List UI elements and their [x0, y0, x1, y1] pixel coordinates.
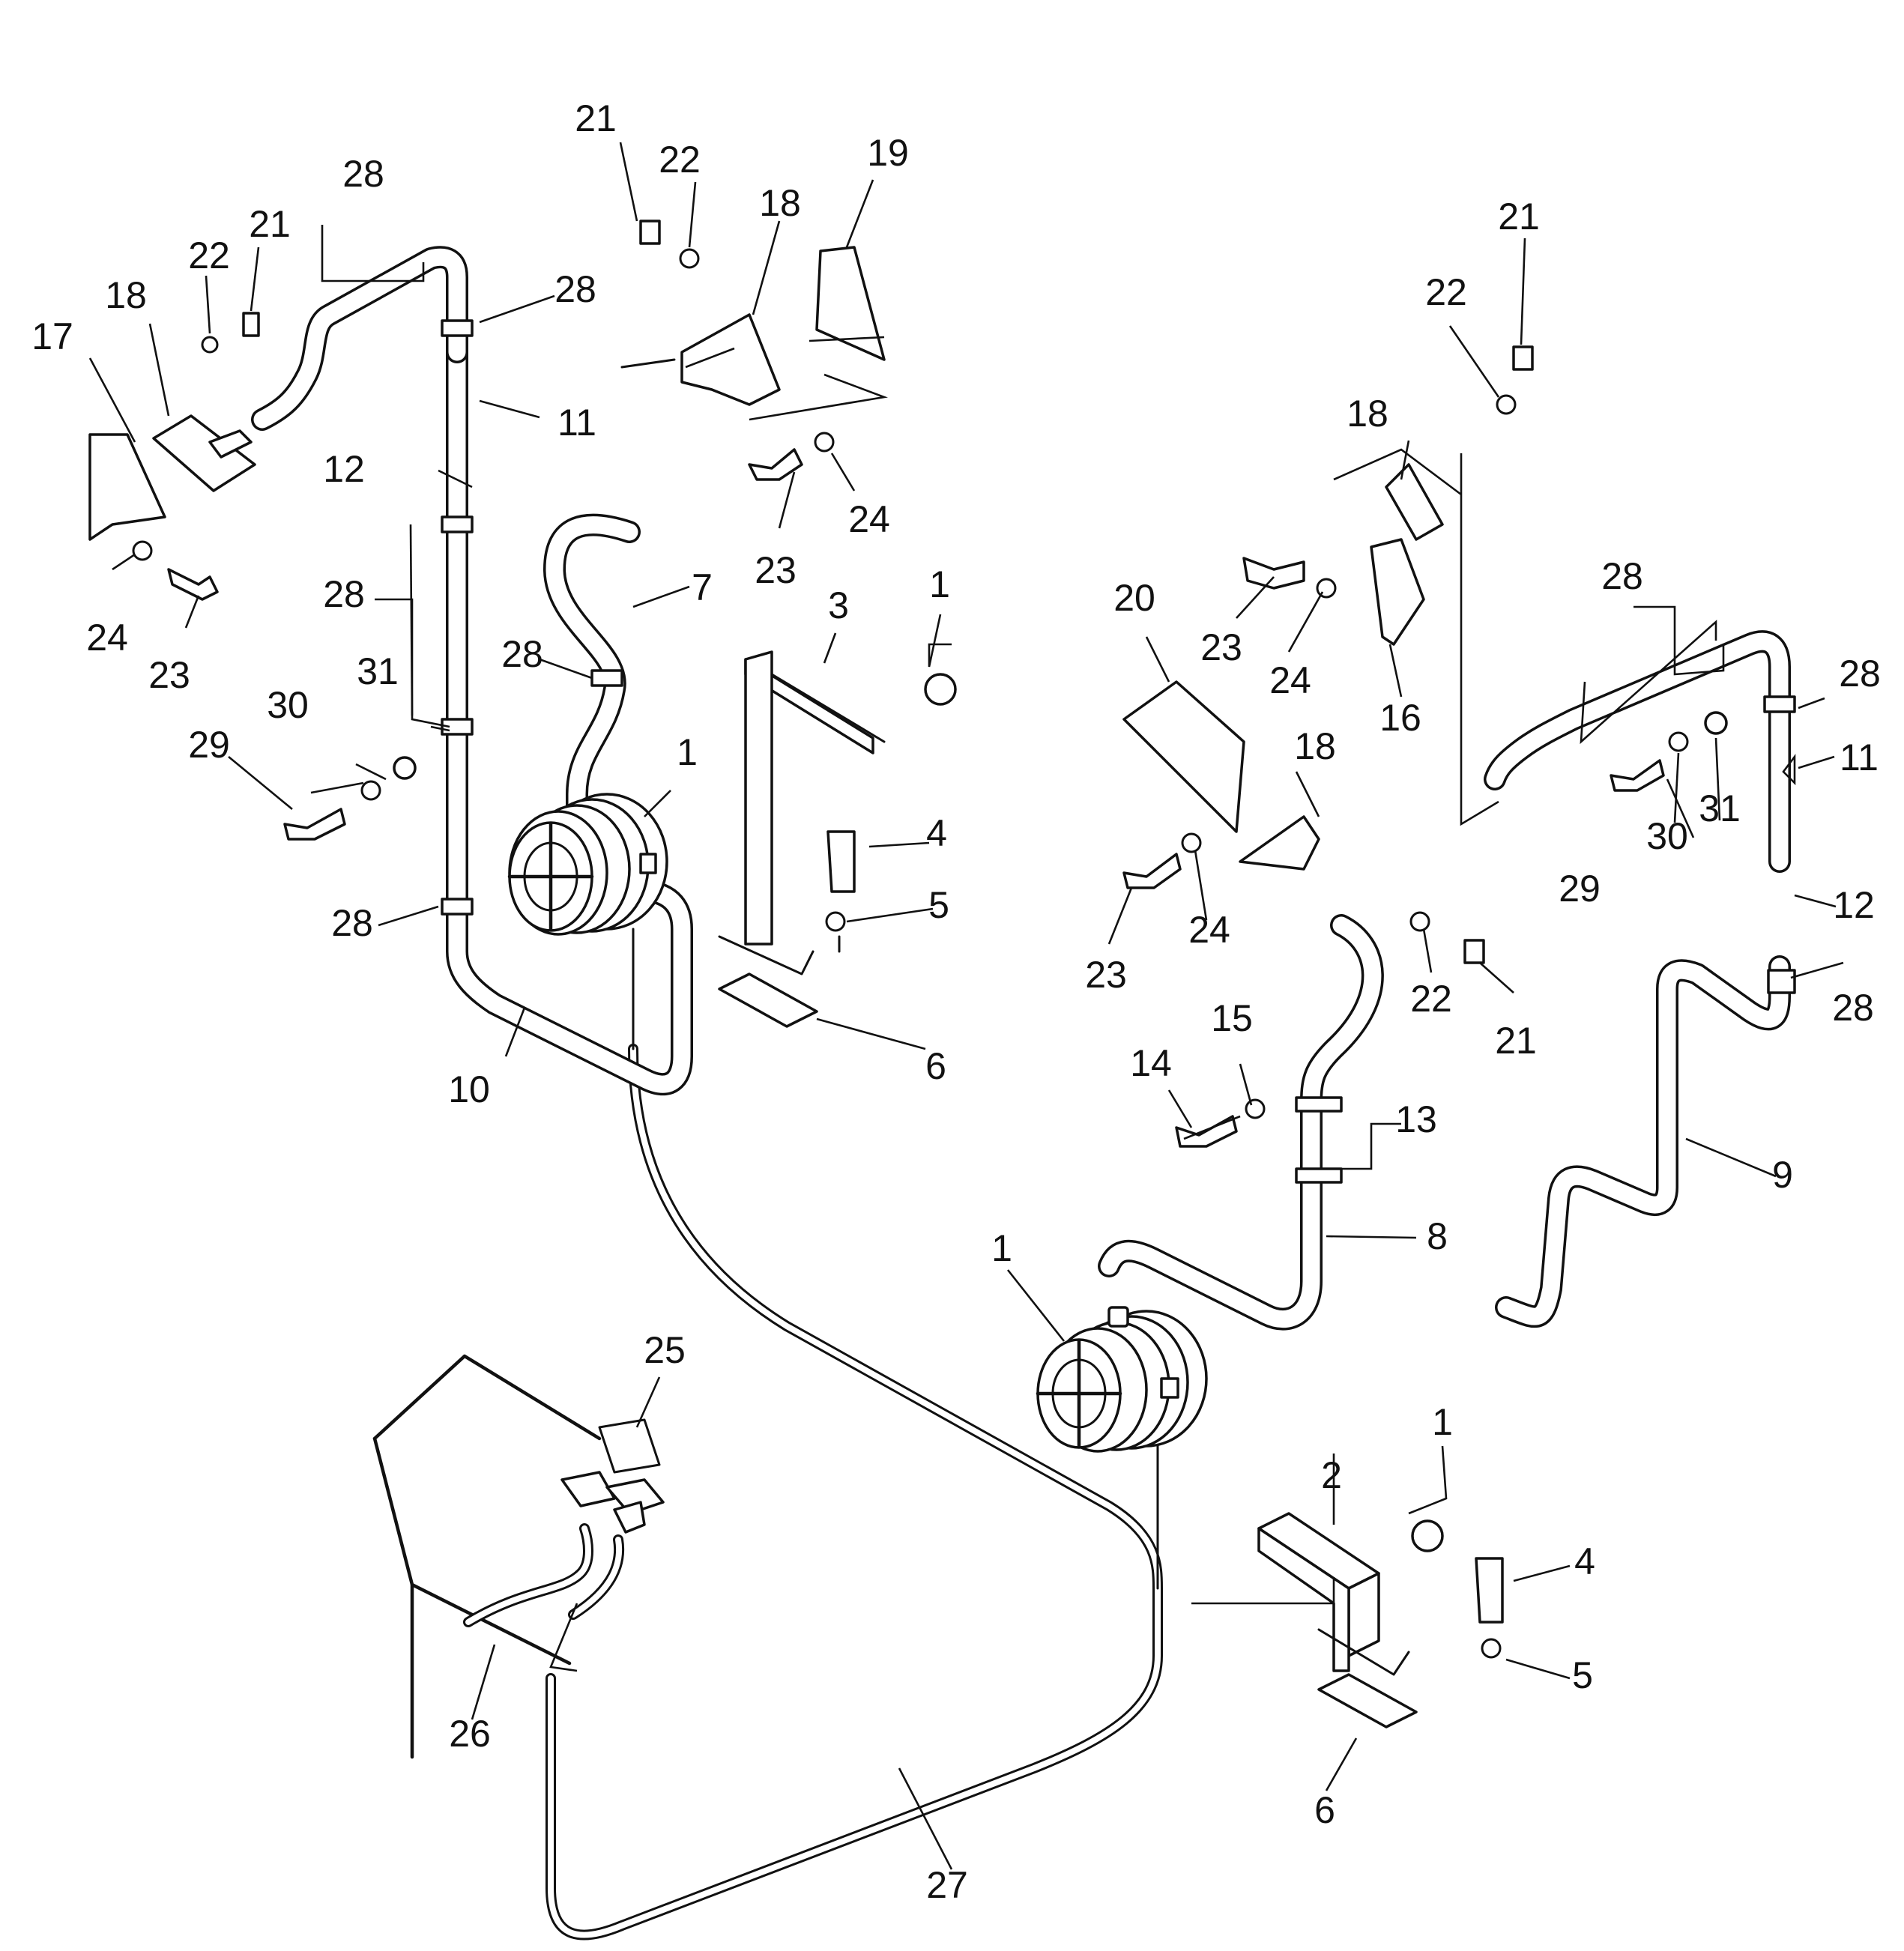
hose-9-right [1495, 955, 1791, 1328]
defroster-nozzle-18-top [620, 313, 781, 406]
hose-11-right [1484, 630, 1791, 873]
label-18-top: 18 [759, 182, 801, 224]
label-6-left: 6 [925, 1045, 946, 1087]
label-22-top-right: 22 [1425, 271, 1467, 313]
heater-bracket-3 [718, 650, 886, 976]
label-28-hose-7: 28 [501, 633, 543, 675]
plate-6-left [718, 973, 818, 1028]
label-28-lower-left: 28 [331, 902, 373, 944]
label-21-top: 21 [575, 97, 617, 139]
label-1-nut-left: 1 [929, 563, 950, 605]
label-29-left: 29 [188, 724, 230, 766]
label-27: 27 [926, 1864, 968, 1906]
label-18-mid-right: 18 [1294, 725, 1336, 767]
hose-10-11-left [251, 246, 693, 1096]
label-22-upper-left: 22 [188, 235, 230, 276]
duct-bracket-16 [1370, 538, 1425, 646]
label-24-lower-right: 24 [1188, 909, 1230, 951]
label-13: 13 [1395, 1098, 1437, 1140]
duct-bracket-20 [1122, 680, 1245, 833]
label-1-heater-left: 1 [677, 731, 698, 773]
hose-clamp-13 [1295, 1096, 1343, 1184]
label-26: 26 [449, 1713, 491, 1755]
label-21-top-right: 21 [1498, 196, 1540, 238]
label-18-upper-left: 18 [105, 274, 147, 316]
leader-lines [88, 142, 1844, 1870]
label-11-right: 11 [1840, 736, 1879, 778]
defroster-nozzle-18-right-upper [1385, 463, 1444, 541]
label-28-upper-left-right: 28 [554, 268, 596, 310]
label-24-mid-right: 24 [1269, 659, 1311, 701]
label-5-left: 5 [928, 884, 949, 926]
label-22-top: 22 [659, 139, 701, 181]
part-number-labels: 17 18 22 21 28 28 11 12 24 23 28 31 30 2… [31, 97, 1881, 1906]
relay-25 [560, 1418, 665, 1534]
label-11-left: 11 [557, 402, 596, 444]
label-28-right-top: 28 [1601, 555, 1643, 597]
label-12-right: 12 [1833, 884, 1875, 926]
fasteners [132, 220, 1728, 1659]
label-21-lower-right: 21 [1495, 1020, 1537, 1062]
wiring-harness-27 [545, 928, 1163, 1941]
label-9: 9 [1772, 1154, 1793, 1196]
label-28-right-lower: 28 [1832, 987, 1874, 1029]
wire-26 [463, 1523, 625, 1627]
electrical-box [372, 1354, 602, 1759]
label-18-top-right: 18 [1347, 393, 1388, 435]
label-23-lower-right: 23 [1085, 954, 1127, 996]
defroster-nozzle-18-upper-left [152, 414, 256, 492]
label-23-top: 23 [755, 549, 797, 591]
hose-clamps-28 [441, 319, 1796, 994]
label-10: 10 [448, 1068, 490, 1110]
duct-bracket-19 [815, 246, 886, 361]
label-16: 16 [1379, 697, 1421, 739]
label-17: 17 [31, 315, 73, 357]
label-1-heater-right: 1 [991, 1227, 1012, 1269]
heater-unit-right [1036, 1306, 1208, 1453]
plate-6-right [1317, 1673, 1418, 1728]
label-24-top: 24 [848, 498, 890, 540]
hose-7-left [543, 513, 641, 828]
label-3: 3 [828, 584, 849, 626]
label-28-mid-left: 28 [323, 573, 365, 615]
label-15: 15 [1211, 997, 1253, 1039]
label-31-right: 31 [1699, 787, 1741, 829]
label-8: 8 [1427, 1215, 1448, 1257]
label-24-left: 24 [86, 617, 128, 659]
label-28-right: 28 [1839, 653, 1881, 695]
label-4-right: 4 [1574, 1540, 1595, 1582]
label-6-right: 6 [1314, 1789, 1335, 1831]
label-20: 20 [1113, 577, 1155, 619]
heater-unit-left [507, 793, 668, 936]
label-21-upper-left: 21 [249, 203, 291, 245]
defroster-nozzle-18-right-lower [1239, 815, 1320, 871]
label-23-left: 23 [148, 654, 190, 696]
label-29-right: 29 [1559, 868, 1601, 910]
label-4-left: 4 [926, 812, 947, 854]
label-23-mid-right: 23 [1200, 626, 1242, 668]
label-12-left: 12 [323, 448, 365, 490]
label-28-top-left: 28 [342, 153, 384, 195]
duct-bracket-17 [88, 433, 166, 541]
label-22-lower-right: 22 [1410, 978, 1452, 1020]
label-14: 14 [1130, 1042, 1172, 1084]
heater-bracket-2 [1257, 1512, 1410, 1676]
label-25: 25 [644, 1329, 686, 1371]
label-30-left: 30 [267, 684, 309, 726]
label-1-nut-right: 1 [1432, 1401, 1453, 1443]
label-31-left: 31 [357, 650, 399, 692]
label-7: 7 [692, 566, 713, 608]
hose-8-right [1098, 914, 1384, 1331]
label-2: 2 [1321, 1454, 1342, 1496]
label-5-right: 5 [1572, 1654, 1593, 1696]
label-19: 19 [867, 132, 909, 174]
label-30-right: 30 [1646, 815, 1688, 857]
